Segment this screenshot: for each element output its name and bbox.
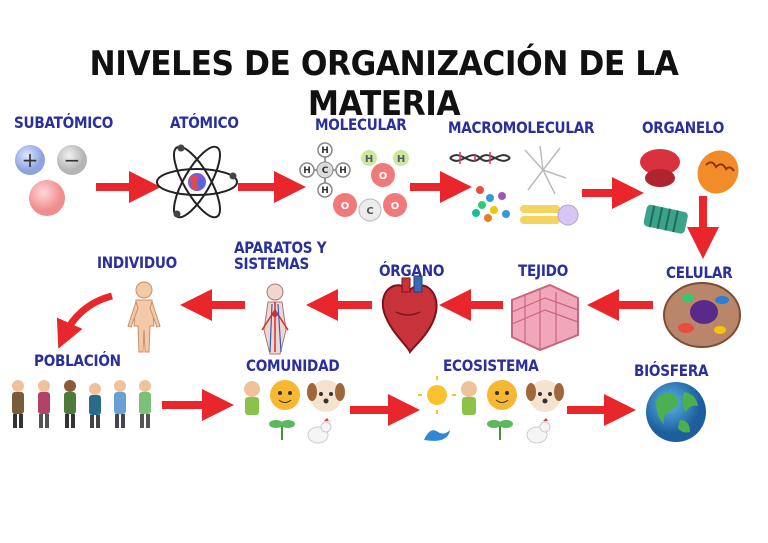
- label-comunidad: COMUNIDAD: [246, 356, 340, 375]
- community-icon: [244, 380, 345, 444]
- cat-face-icon: [270, 380, 300, 410]
- earth-globe-icon: [646, 382, 706, 442]
- label-ecosistema: ECOSISTEMA: [443, 356, 539, 375]
- label-aparatos-line1: APARATOS Y: [234, 238, 327, 257]
- sun-icon: [427, 385, 447, 405]
- cell-icon: [663, 282, 741, 348]
- label-tejido: TEJIDO: [518, 261, 569, 280]
- atom-h-right: H: [339, 166, 347, 176]
- label-aparatos-sistemas: APARATOS Y SISTEMAS: [234, 240, 328, 272]
- water-h2: H: [397, 154, 405, 165]
- electron-symbol: −: [64, 148, 81, 172]
- atom-c: C: [322, 166, 329, 176]
- individual-human-icon: [127, 281, 161, 353]
- proton-icon: [15, 145, 45, 175]
- body-systems-icon: [261, 283, 289, 355]
- neutron-icon: [29, 180, 65, 216]
- label-organo: ÓRGANO: [379, 261, 445, 280]
- electron-icon: [57, 145, 87, 175]
- atom-icon: [156, 144, 238, 219]
- label-atomico: ATÓMICO: [170, 113, 239, 132]
- label-aparatos-line2: SISTEMAS: [234, 254, 310, 273]
- atom-h-bottom: H: [321, 186, 329, 196]
- atom-h-top: H: [321, 146, 329, 156]
- arrow-individuo-poblacion: [56, 292, 113, 349]
- label-molecular: MOLECULAR: [315, 115, 407, 134]
- co2-c: C: [366, 206, 373, 217]
- page-title: NIVELES DE ORGANIZACIÓN DE LA MATERIA: [89, 44, 679, 124]
- label-celular: CELULAR: [666, 263, 733, 282]
- ecosystem-icon: [418, 376, 564, 444]
- co2-o1: O: [341, 201, 350, 212]
- wave-icon: [424, 430, 450, 441]
- water-o: O: [379, 171, 388, 182]
- macromolecules-icon: [449, 145, 579, 226]
- subatomic-particles-icon: + −: [15, 145, 87, 216]
- label-macromolecular: MACROMOLECULAR: [448, 118, 595, 137]
- heart-organ-icon: [381, 275, 438, 355]
- label-biosfera: BIÓSFERA: [634, 361, 709, 380]
- co2-o2: O: [391, 201, 400, 212]
- label-organelo: ORGANELO: [642, 118, 725, 137]
- water-h1: H: [365, 154, 373, 165]
- population-icon: [12, 380, 151, 428]
- proton-symbol: +: [22, 148, 39, 172]
- dog-face-icon: [310, 380, 342, 412]
- atom-h-left: H: [303, 166, 311, 176]
- label-poblacion: POBLACIÓN: [34, 351, 121, 370]
- label-individuo: INDIVIDUO: [97, 253, 177, 272]
- tissue-icon: [511, 283, 579, 352]
- molecules-icon: H H H H C O H H O C O: [299, 142, 409, 222]
- label-subatomico: SUBATÓMICO: [14, 113, 114, 132]
- organelles-icon: [640, 149, 739, 234]
